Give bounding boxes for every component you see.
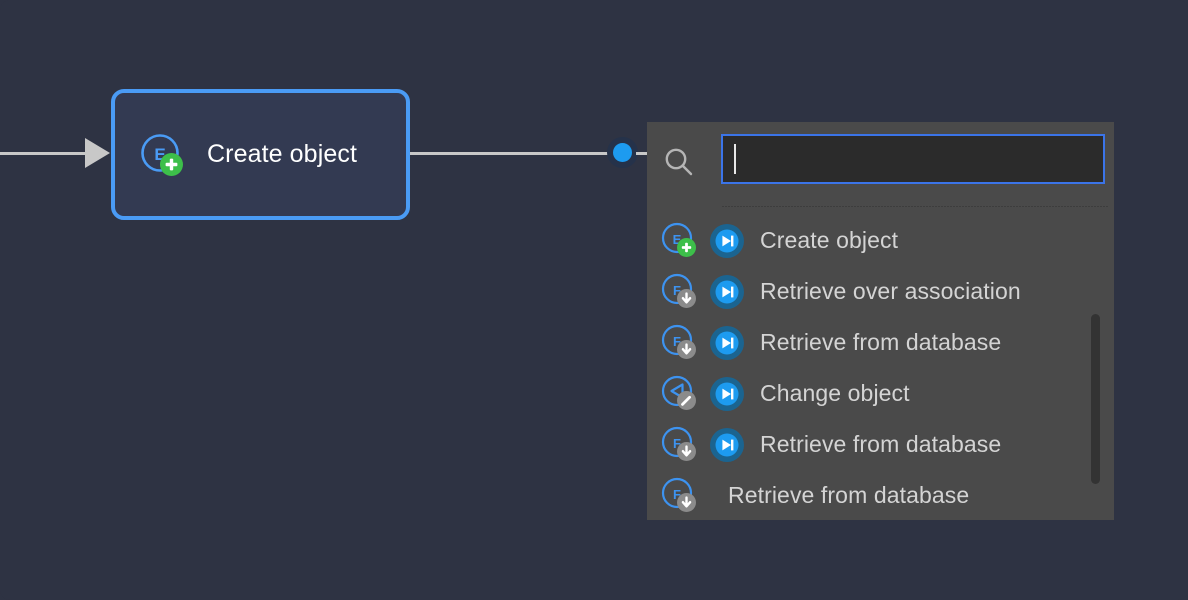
entity-retrieve-icon: F (660, 476, 698, 514)
svg-text:E: E (154, 145, 165, 164)
list-item[interactable]: Change object (647, 368, 1114, 419)
node-label: Create object (207, 140, 357, 168)
list-item-label: Retrieve from database (760, 329, 1002, 355)
entity-retrieve-icon: F (660, 323, 698, 361)
microflow-action-icon (710, 377, 744, 411)
outgoing-connector-line (410, 152, 615, 155)
entity-retrieve-icon: F (660, 425, 698, 463)
connector-dot[interactable] (613, 143, 632, 162)
text-caret (734, 144, 736, 174)
list-item-label: Change object (760, 380, 910, 406)
search-icon (663, 146, 695, 178)
incoming-arrow-icon (85, 138, 110, 168)
svg-text:E: E (673, 232, 682, 247)
action-list: E Create object (647, 215, 1114, 521)
entity-change-icon (660, 374, 698, 412)
svg-text:F: F (673, 436, 681, 451)
list-item[interactable]: F Retrieve from database (647, 317, 1114, 368)
list-item-label: Create object (760, 227, 899, 253)
list-item[interactable]: F Retrieve from database (647, 470, 1114, 521)
microflow-action-icon (710, 428, 744, 462)
node-create-object[interactable]: E Create object (111, 89, 410, 220)
microflow-action-icon (710, 326, 744, 360)
svg-text:F: F (673, 283, 681, 298)
scrollbar-track[interactable] (1091, 218, 1107, 518)
microflow-action-icon (710, 224, 744, 258)
svg-text:F: F (673, 334, 681, 349)
list-item[interactable]: E Create object (647, 215, 1114, 266)
svg-text:F: F (673, 487, 681, 502)
list-item[interactable]: F Retrieve from database (647, 419, 1114, 470)
scrollbar-thumb[interactable] (1091, 314, 1100, 484)
entity-retrieve-icon: F (660, 272, 698, 310)
list-item-label: Retrieve from database (728, 482, 970, 508)
entity-create-icon: E (139, 132, 185, 178)
search-input[interactable] (721, 134, 1105, 184)
list-item-label: Retrieve over association (760, 278, 1021, 304)
entity-create-icon: E (660, 221, 698, 259)
outgoing-connector-line-stub (636, 152, 648, 155)
panel-divider (722, 206, 1108, 207)
list-item[interactable]: F Retrieve over association (647, 266, 1114, 317)
action-search-panel: E Create object (647, 122, 1114, 520)
list-item-label: Retrieve from database (760, 431, 1002, 457)
search-row (647, 122, 1114, 206)
microflow-action-icon (710, 275, 744, 309)
incoming-connector-line (0, 152, 90, 155)
